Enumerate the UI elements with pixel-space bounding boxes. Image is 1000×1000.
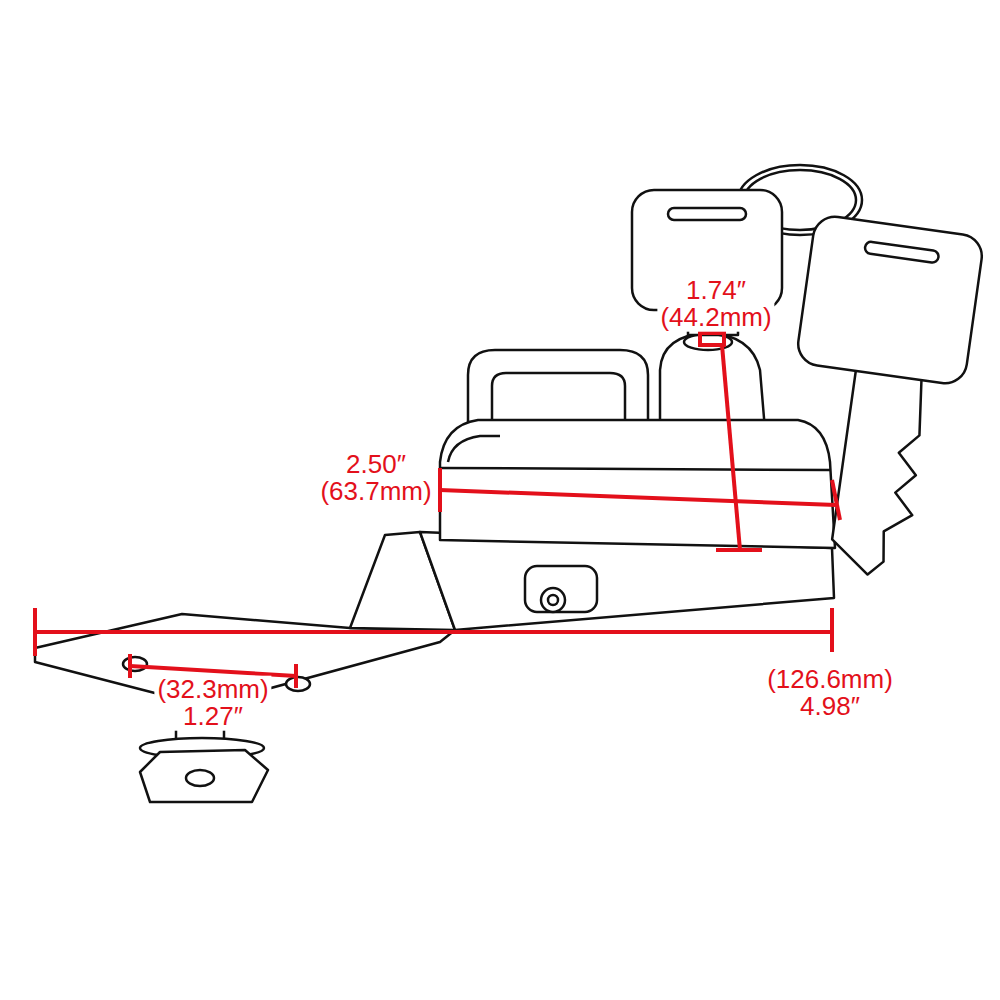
key-cylinder: [660, 333, 765, 430]
keyway: [684, 334, 732, 350]
key-slot: [864, 241, 939, 263]
shackle: [468, 350, 648, 430]
dimension-line: [130, 666, 296, 676]
dimension-tick: [832, 480, 840, 520]
dimension-box: [700, 333, 724, 345]
key-slot: [668, 208, 746, 220]
mount-hole: [123, 657, 147, 671]
key-blade: [828, 368, 932, 580]
dimension-tick: [294, 664, 298, 688]
dimension-label: (126.6mm) 4.98″: [764, 666, 896, 721]
body-edge: [440, 468, 830, 470]
front-bolt-hole: [548, 595, 558, 605]
body-detail: [448, 436, 500, 462]
front-nut: [525, 566, 597, 612]
dimension-tick: [830, 608, 834, 652]
front-bolt: [541, 588, 565, 612]
lock-body: [440, 420, 835, 548]
hex-nut: [140, 750, 268, 802]
dimension-tick: [438, 468, 442, 512]
dimension-tick: [716, 548, 762, 552]
dimension-line: [440, 490, 836, 505]
dimension-line: [722, 345, 740, 550]
dimension-label: (32.3mm) 1.27″: [154, 676, 271, 731]
dimension-tick: [128, 654, 132, 678]
dimension-label: 2.50″ (63.7mm): [317, 451, 434, 506]
dimension-label: 1.74″ (44.2mm): [657, 277, 774, 332]
dimension-line: [35, 630, 832, 634]
key-head: [795, 214, 984, 386]
nut-hole: [186, 770, 214, 786]
dimension-tick: [33, 608, 37, 656]
